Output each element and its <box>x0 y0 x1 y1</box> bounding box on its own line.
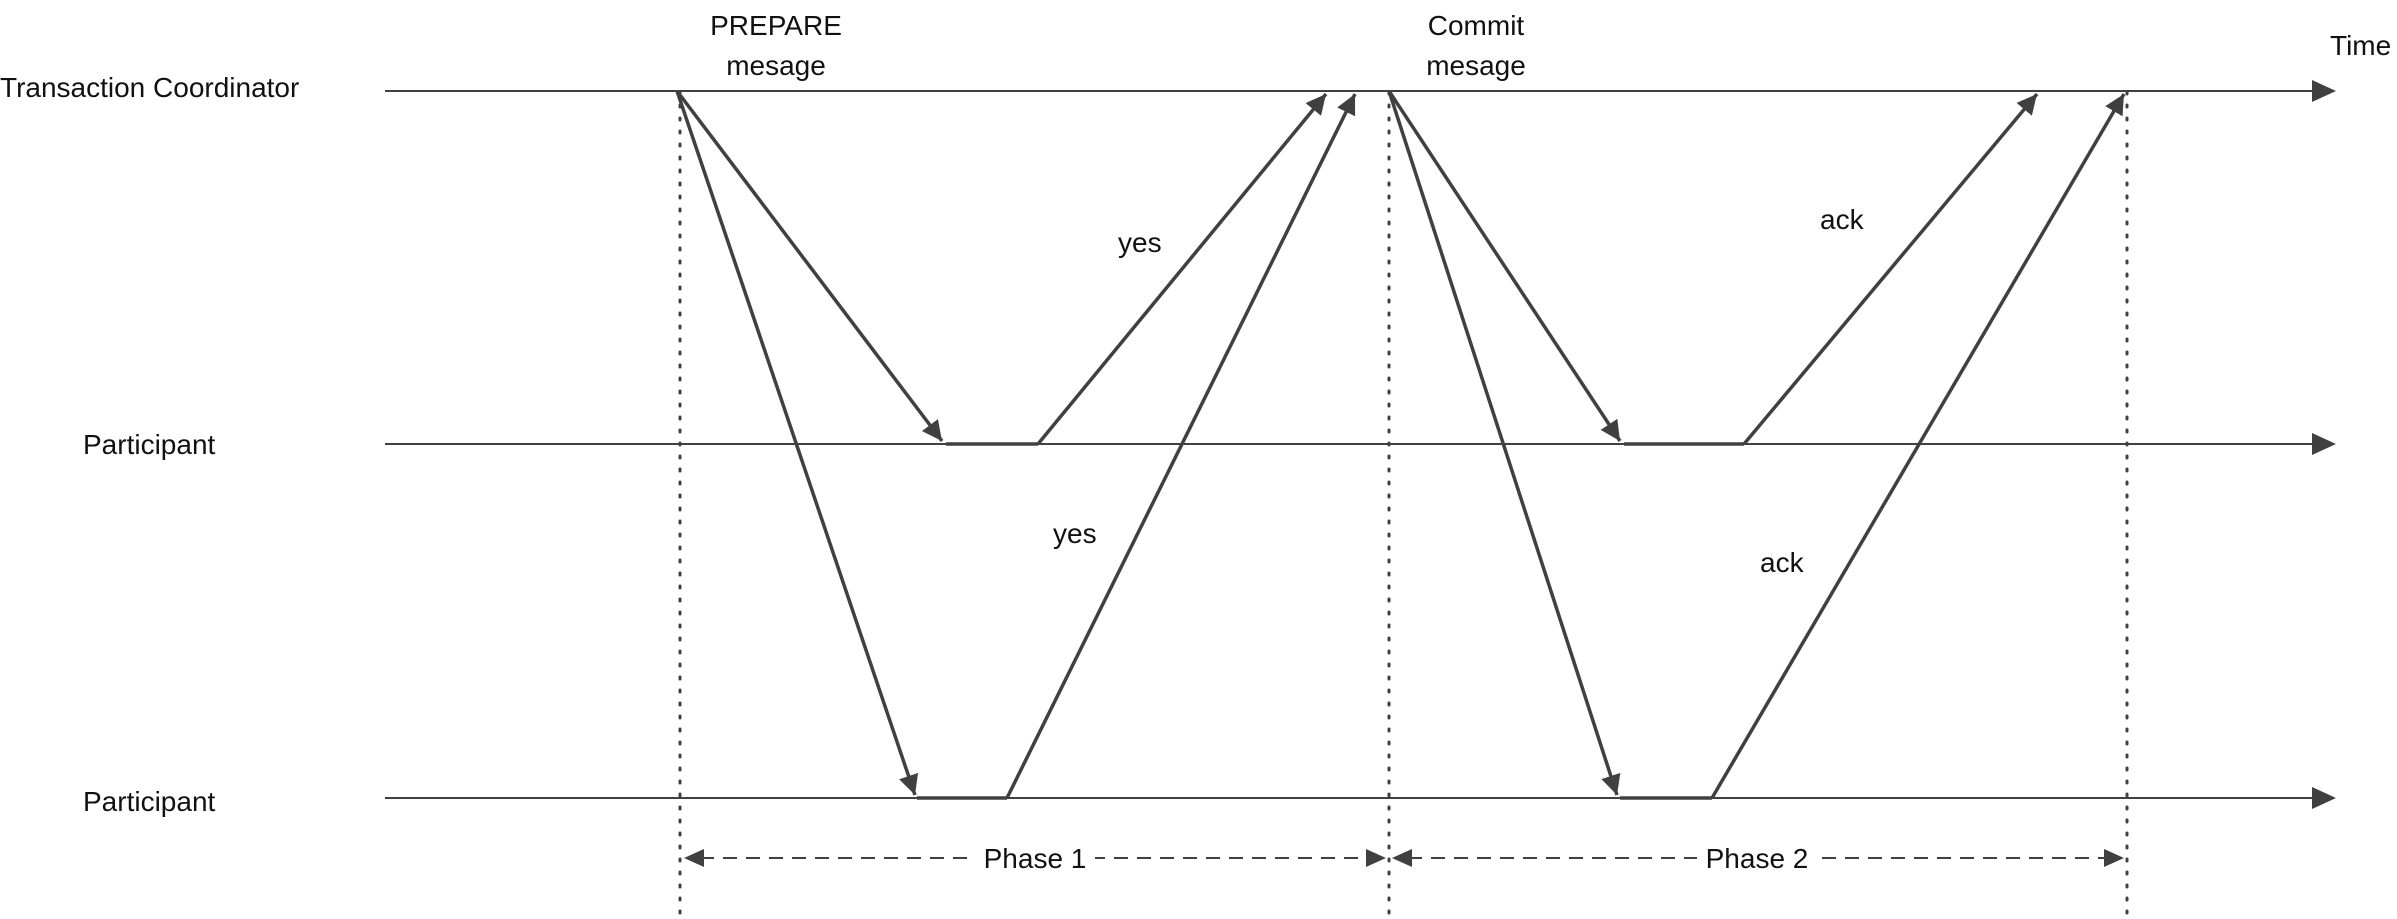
lane-label-participant-1: Participant <box>83 429 216 460</box>
participant-2-timeline-arrowhead <box>2312 787 2336 809</box>
ack-label-participant-2: ack <box>1760 547 1805 578</box>
prepare-message-label-line-1: PREPARE <box>710 10 842 41</box>
phase-1-span-right-arrowhead <box>1366 849 1386 867</box>
time-axis-label: Time <box>2330 30 2391 61</box>
coordinator-timeline-arrowhead <box>2312 80 2336 102</box>
participant-1-timeline-arrowhead <box>2312 433 2336 455</box>
phase-1-label: Phase 1 <box>984 843 1087 874</box>
prepare-arrow-to-participant-1 <box>675 89 944 443</box>
phase-2-span-left-arrowhead <box>1392 849 1412 867</box>
yes-arrow-from-participant-2 <box>1005 93 1357 799</box>
phase-2-span-right-arrowhead <box>2104 849 2124 867</box>
yes-label-participant-1: yes <box>1118 227 1162 258</box>
prepare-message-label-line-2: mesage <box>726 50 826 81</box>
yes-label-participant-2: yes <box>1053 518 1097 549</box>
ack-arrow-from-participant-2 <box>1710 93 2126 799</box>
ack-label-participant-1: ack <box>1820 204 1865 235</box>
ack-arrow-from-participant-1 <box>1742 92 2039 446</box>
commit-message-label-line-2: mesage <box>1426 50 1526 81</box>
phase-1-span-left-arrowhead <box>684 849 704 867</box>
commit-arrow-to-participant-2 <box>1387 90 1621 796</box>
commit-arrow-to-participant-1 <box>1387 90 1622 442</box>
yes-arrow-from-participant-1 <box>1036 92 1328 446</box>
commit-message-label-line-1: Commit <box>1428 10 1525 41</box>
lane-label-coordinator: Transaction Coordinator <box>0 72 299 103</box>
prepare-arrow-to-participant-2 <box>675 90 919 796</box>
lane-label-participant-2: Participant <box>83 786 216 817</box>
phase-2-label: Phase 2 <box>1706 843 1809 874</box>
